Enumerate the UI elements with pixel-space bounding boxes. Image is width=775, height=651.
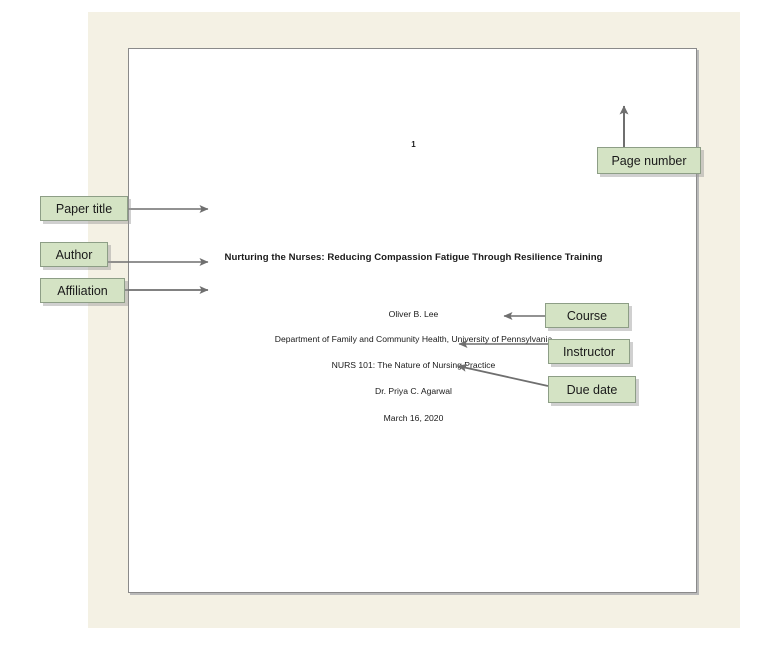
document-course: NURS 101: The Nature of Nursing Practice	[331, 360, 496, 370]
document-page-number: 1	[411, 140, 416, 149]
callout-instructor[interactable]: Instructor	[548, 339, 630, 364]
callout-affiliation[interactable]: Affiliation	[40, 278, 125, 303]
callout-course[interactable]: Course	[545, 303, 629, 328]
callout-due-date[interactable]: Due date	[548, 376, 636, 403]
document-due-date: March 16, 2020	[383, 413, 444, 423]
callout-paper-title[interactable]: Paper title	[40, 196, 128, 221]
callout-page-number[interactable]: Page number	[597, 147, 701, 174]
document-affiliation: Department of Family and Community Healt…	[274, 334, 553, 344]
document-author: Oliver B. Lee	[388, 309, 439, 319]
callout-author[interactable]: Author	[40, 242, 108, 267]
document-title: Nurturing the Nurses: Reducing Compassio…	[224, 252, 603, 263]
document-instructor: Dr. Priya C. Agarwal	[375, 386, 452, 396]
